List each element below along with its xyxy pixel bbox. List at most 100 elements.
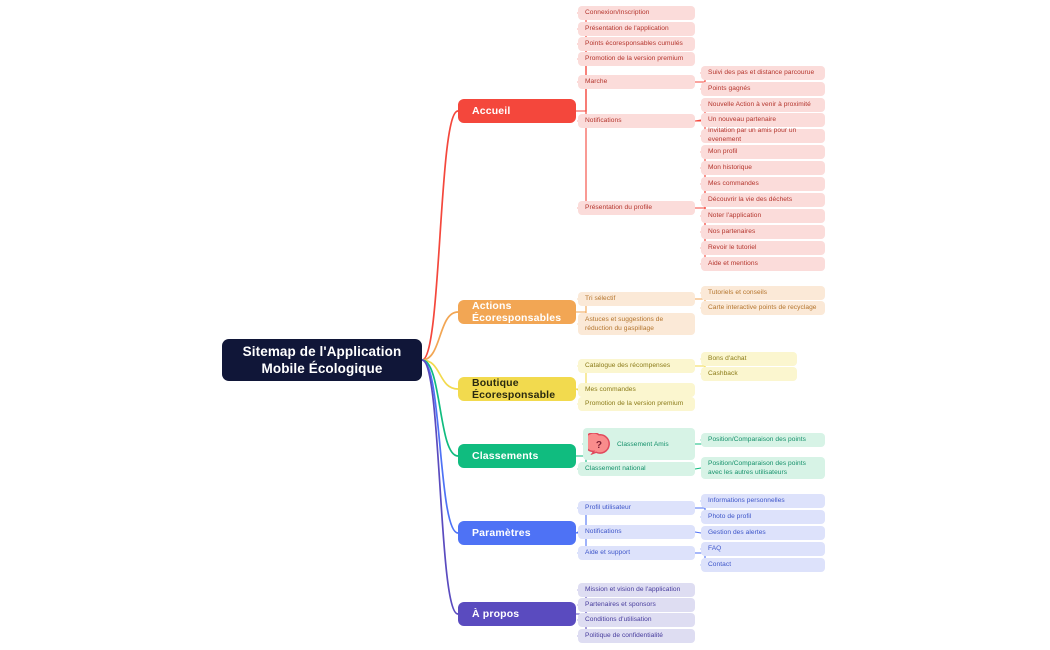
node-label-accueil-0: Connexion/Inscription [585, 8, 650, 16]
node-label-accueil-1: Présentation de l'application [585, 24, 669, 32]
node-actions-0-1[interactable]: Carte interactive points de recyclage [701, 301, 825, 315]
branch-label-boutique: Boutique Écoresponsable [472, 377, 556, 401]
node-label-classements-1: Classement national [585, 464, 646, 472]
branch-label-accueil: Accueil [472, 105, 511, 117]
node-actions-1[interactable]: Astuces et suggestions de réduction du g… [578, 313, 695, 335]
node-accueil-1[interactable]: Présentation de l'application [578, 22, 695, 36]
node-label-classements-1-0: Position/Comparaison des points avec les… [708, 460, 806, 476]
node-label-boutique-2: Promotion de la version premium [585, 399, 684, 407]
connector [421, 311, 459, 361]
node-label-accueil-6-5: Nos partenaires [708, 227, 756, 235]
node-boutique-2[interactable]: Promotion de la version premium [578, 397, 695, 411]
node-label-accueil-2: Points écoresponsables cumulés [585, 39, 683, 47]
node-label-accueil-6-1: Mon historique [708, 163, 752, 171]
node-apropos-0[interactable]: Mission et vision de l'application [578, 583, 695, 597]
node-parametres-0-1[interactable]: Photo de profil [701, 510, 825, 524]
node-label-parametres-0: Profil utilisateur [585, 503, 631, 511]
node-actions-0[interactable]: Tri sélectif [578, 292, 695, 306]
node-parametres-2-1[interactable]: Contact [701, 558, 825, 572]
node-accueil-6-6[interactable]: Revoir le tutoriel [701, 241, 825, 255]
node-label-accueil-6-7: Aide et mentions [708, 259, 758, 267]
node-accueil-6[interactable]: Présentation du profile [578, 201, 695, 215]
node-label-classements-0: Classement Amis [617, 440, 669, 448]
node-classements-0-0[interactable]: Position/Comparaison des points [701, 433, 825, 447]
node-parametres-2[interactable]: Aide et support [578, 546, 695, 560]
node-label-accueil-6-6: Revoir le tutoriel [708, 243, 757, 251]
node-label-accueil-5-1: Un nouveau partenaire [708, 115, 777, 123]
node-parametres-1-0[interactable]: Gestion des alertes [701, 526, 825, 540]
node-label-parametres-1: Notifications [585, 527, 622, 535]
node-accueil-3[interactable]: Promotion de la version premium [578, 52, 695, 66]
connector [421, 359, 459, 457]
node-apropos-3[interactable]: Politique de confidentialité [578, 629, 695, 643]
node-classements-1-0[interactable]: Position/Comparaison des points avec les… [701, 457, 825, 479]
node-label-parametres-2: Aide et support [585, 548, 631, 556]
node-boutique-0-1[interactable]: Cashback [701, 367, 797, 381]
branch-label-parametres: Paramètres [472, 527, 531, 539]
node-accueil-5-1[interactable]: Un nouveau partenaire [701, 113, 825, 127]
node-parametres-2-0[interactable]: FAQ [701, 542, 825, 556]
node-label-classements-0-0: Position/Comparaison des points [708, 435, 806, 443]
node-label-accueil-4: Marche [585, 77, 608, 85]
node-label-accueil-4-1: Points gagnés [708, 84, 751, 92]
node-accueil-5-0[interactable]: Nouvelle Action à venir à proximité [701, 98, 825, 112]
node-accueil-5-2[interactable]: Invitation par un amis pour un evenement [701, 127, 825, 143]
node-accueil-5[interactable]: Notifications [578, 114, 695, 128]
branch-node-accueil[interactable]: Accueil [458, 99, 576, 123]
node-accueil-2[interactable]: Points écoresponsables cumulés [578, 37, 695, 51]
node-accueil-6-7[interactable]: Aide et mentions [701, 257, 825, 271]
branch-node-actions[interactable]: Actions Écoresponsables [458, 300, 576, 324]
question-badge-icon: ? [588, 433, 610, 455]
node-label-accueil-5-2: Invitation par un amis pour un evenement [708, 127, 797, 143]
node-boutique-0-0[interactable]: Bons d'achat [701, 352, 797, 366]
node-accueil-0[interactable]: Connexion/Inscription [578, 6, 695, 20]
node-label-parametres-0-1: Photo de profil [708, 512, 752, 520]
node-accueil-4-0[interactable]: Suivi des pas et distance parcourue [701, 66, 825, 80]
node-label-apropos-3: Politique de confidentialité [585, 631, 664, 639]
root-title-line2: Mobile Écologique [261, 361, 383, 376]
node-accueil-4[interactable]: Marche [578, 75, 695, 89]
node-label-accueil-6: Présentation du profile [585, 203, 653, 211]
node-label-apropos-0: Mission et vision de l'application [585, 585, 681, 593]
node-accueil-6-2[interactable]: Mes commandes [701, 177, 825, 191]
node-label-parametres-2-0: FAQ [708, 544, 722, 552]
node-label-accueil-5: Notifications [585, 116, 622, 124]
node-actions-0-0[interactable]: Tutoriels et conseils [701, 286, 825, 300]
node-classements-1[interactable]: Classement national [578, 462, 695, 476]
node-label-accueil-6-3: Découvrir la vie des déchets [708, 195, 793, 203]
node-parametres-1[interactable]: Notifications [578, 525, 695, 539]
branch-node-apropos[interactable]: À propos [458, 602, 576, 626]
node-accueil-6-3[interactable]: Découvrir la vie des déchets [701, 193, 825, 207]
connector [421, 110, 459, 361]
connector [421, 359, 459, 390]
node-boutique-0[interactable]: Catalogue des récompenses [578, 359, 695, 373]
node-label-accueil-6-4: Noter l'application [708, 211, 762, 219]
node-label-accueil-6-2: Mes commandes [708, 179, 759, 187]
node-label-accueil-6-0: Mon profil [708, 147, 738, 155]
branch-node-parametres[interactable]: Paramètres [458, 521, 576, 545]
branch-node-boutique[interactable]: Boutique Écoresponsable [458, 377, 576, 401]
node-apropos-1[interactable]: Partenaires et sponsors [578, 598, 695, 612]
node-boutique-1[interactable]: Mes commandes [578, 383, 695, 397]
node-label-actions-0-0: Tutoriels et conseils [708, 288, 768, 296]
svg-text:?: ? [596, 440, 602, 451]
node-accueil-6-4[interactable]: Noter l'application [701, 209, 825, 223]
node-parametres-0[interactable]: Profil utilisateur [578, 501, 695, 515]
root-title-line1: Sitemap de l'Application [242, 344, 402, 359]
node-label-parametres-0-0: Informations personnelles [708, 496, 785, 504]
node-accueil-6-0[interactable]: Mon profil [701, 145, 825, 159]
node-accueil-6-5[interactable]: Nos partenaires [701, 225, 825, 239]
node-classements-0[interactable]: ? Classement Amis [583, 428, 695, 460]
branch-label-apropos: À propos [472, 608, 520, 620]
node-label-parametres-2-1: Contact [708, 560, 732, 568]
node-label-accueil-5-0: Nouvelle Action à venir à proximité [708, 100, 811, 108]
node-accueil-4-1[interactable]: Points gagnés [701, 82, 825, 96]
node-apropos-2[interactable]: Conditions d'utilisation [578, 613, 695, 627]
node-accueil-6-1[interactable]: Mon historique [701, 161, 825, 175]
node-label-apropos-1: Partenaires et sponsors [585, 600, 656, 608]
branch-node-classements[interactable]: Classements [458, 444, 576, 468]
node-parametres-0-0[interactable]: Informations personnelles [701, 494, 825, 508]
